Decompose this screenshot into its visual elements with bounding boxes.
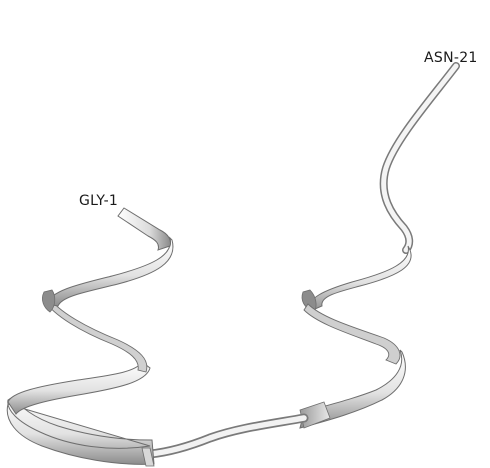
helix-left-middle <box>43 295 148 373</box>
helix-start-strand <box>117 207 171 251</box>
helix-left-upper <box>42 236 174 313</box>
helix-left-lower <box>7 361 151 415</box>
residue-label-start: GLY-1 <box>79 193 119 209</box>
coil-tail <box>379 62 460 254</box>
helix-left-bottom <box>6 395 155 467</box>
helix-right-upper <box>301 245 412 313</box>
residue-label-end: ASN-21 <box>424 50 478 66</box>
helix-right-back <box>303 303 401 365</box>
coil-linker <box>145 413 309 459</box>
helix-right-lower <box>299 349 406 429</box>
